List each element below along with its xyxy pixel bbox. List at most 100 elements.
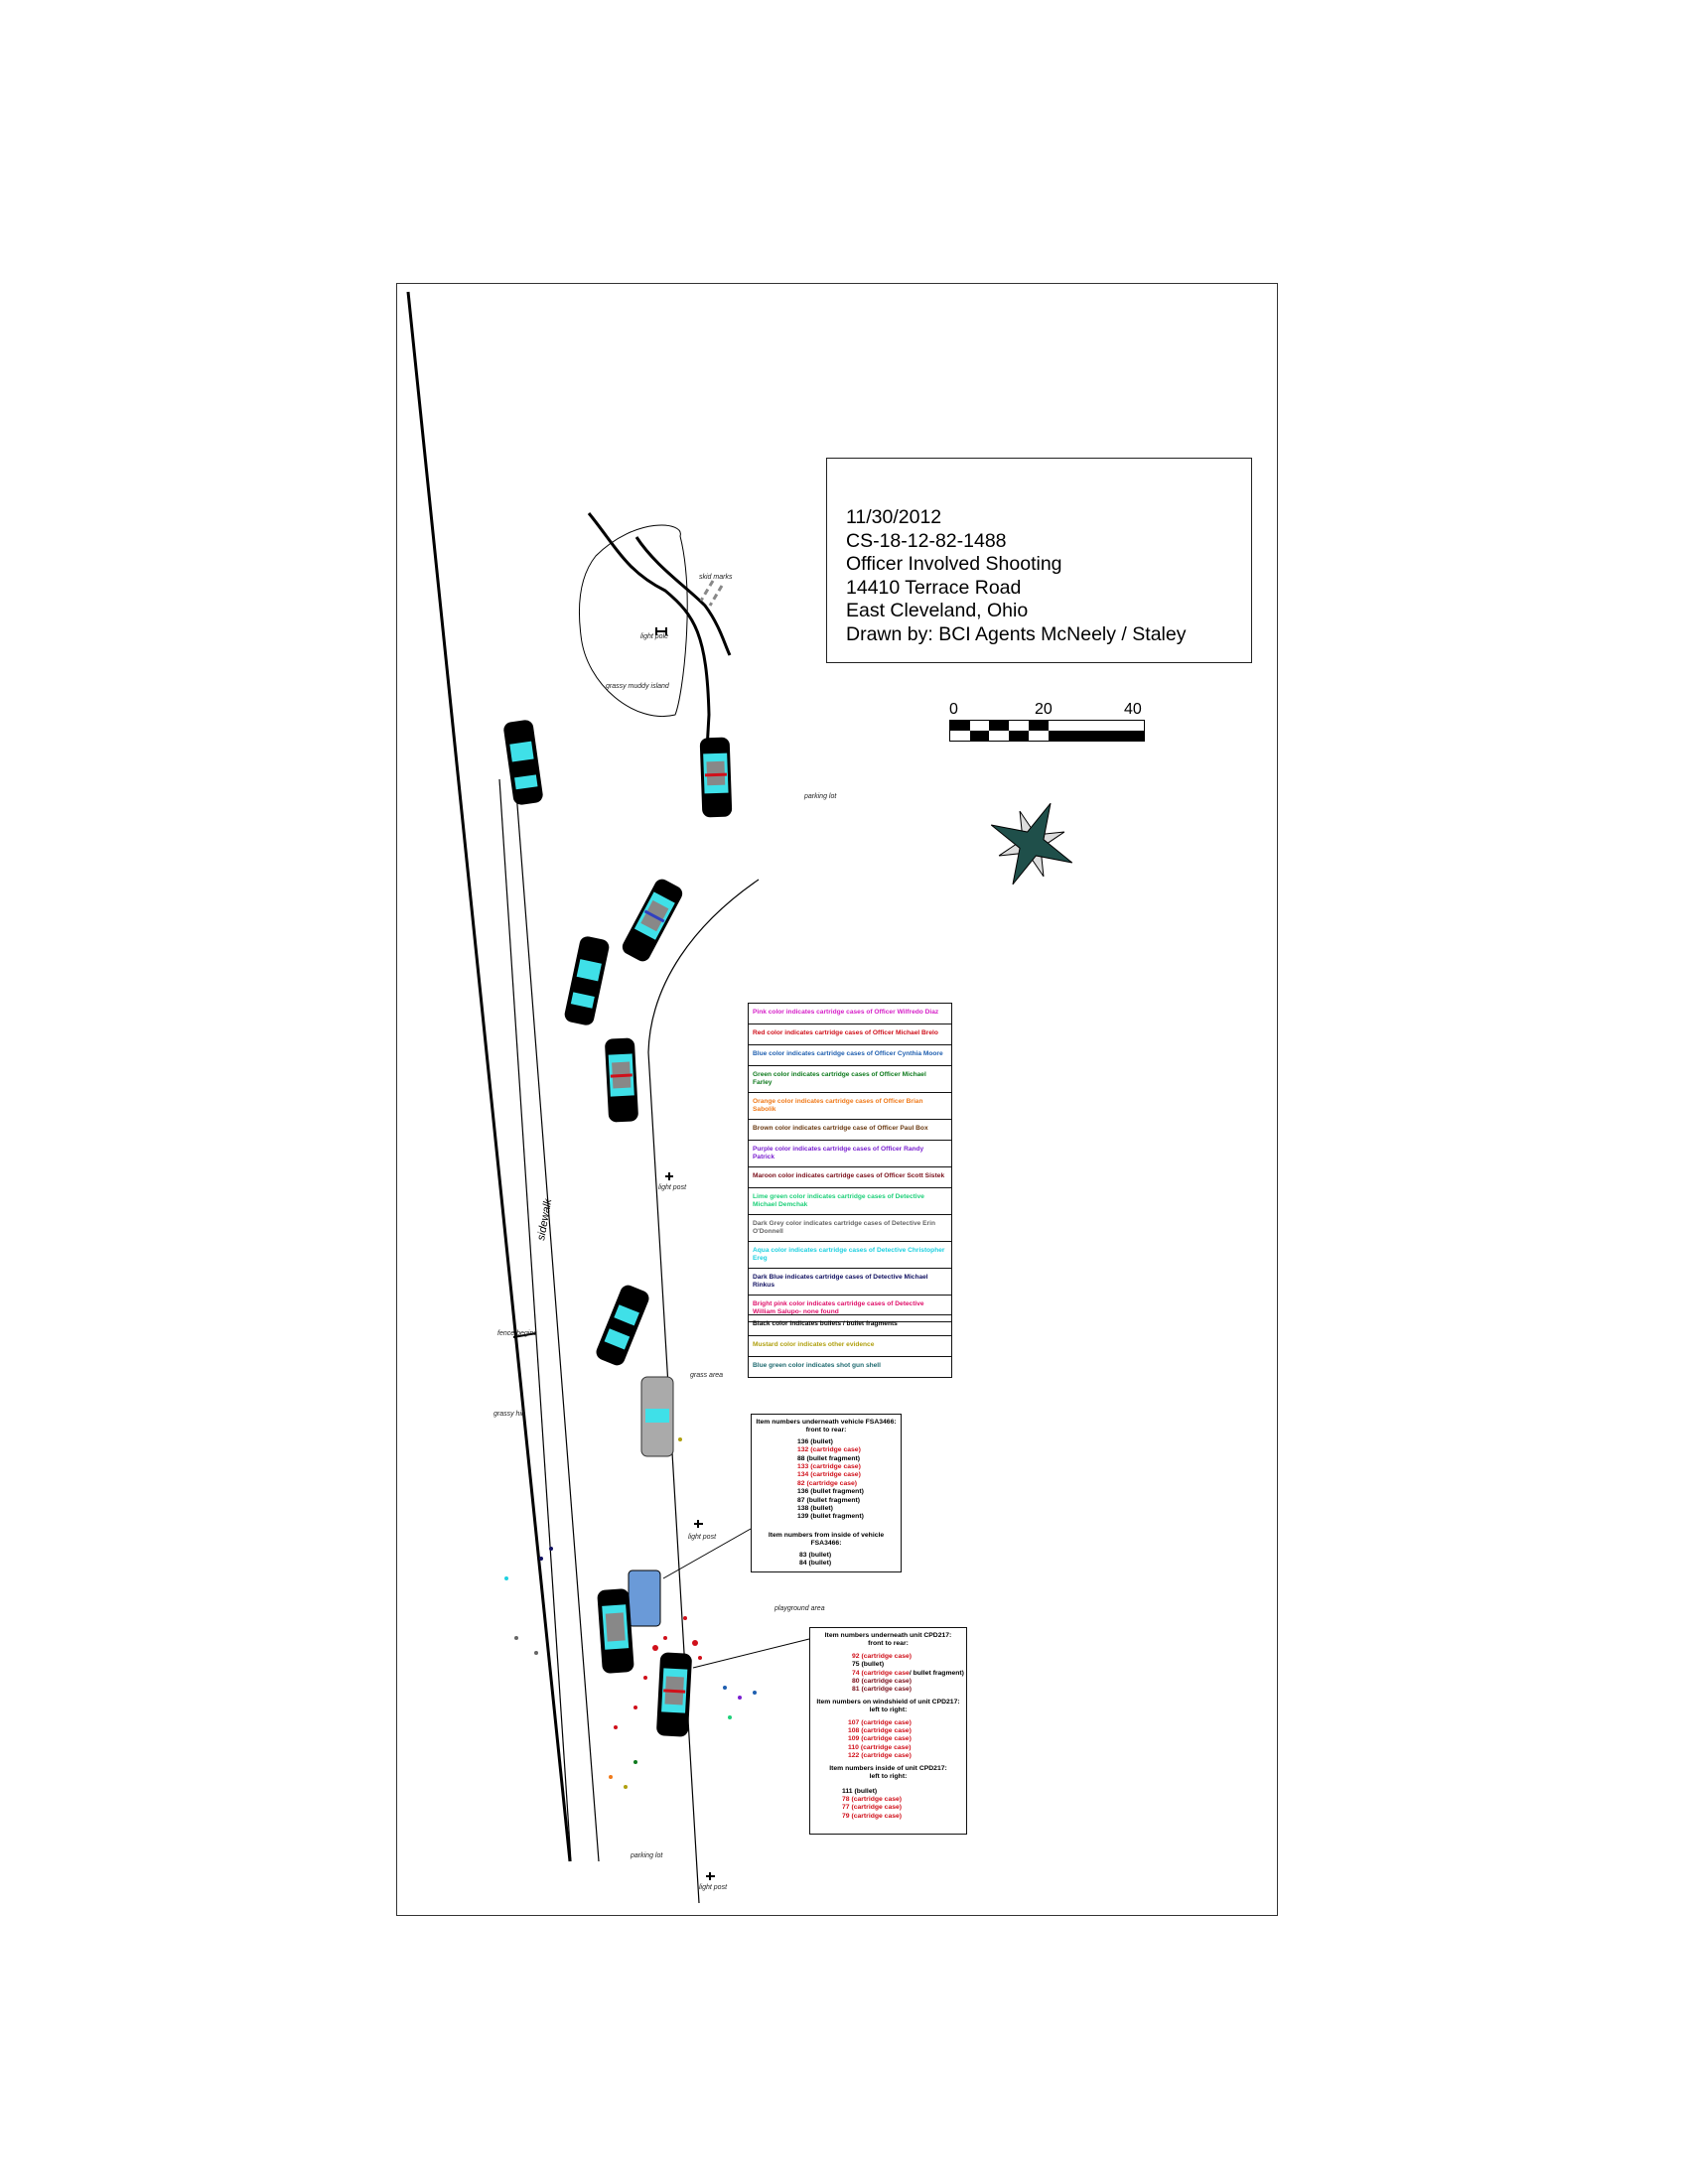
- legend-row: Mustard color indicates other evidence: [749, 1336, 951, 1357]
- legend-row: Pink color indicates cartridge cases of …: [749, 1004, 951, 1024]
- item-entry: 84 (bullet): [799, 1560, 832, 1568]
- item-entry: 83 (bullet): [799, 1551, 832, 1559]
- vehicle: [596, 1285, 649, 1366]
- items-header: front to rear:: [868, 1640, 909, 1648]
- evidence-markers: [504, 1437, 757, 1789]
- item-entry: 87 (bullet fragment): [797, 1496, 861, 1504]
- drawn-by: Drawn by: BCI Agents McNeely / Staley: [846, 622, 1187, 645]
- label-light-post: light post: [699, 1884, 728, 1891]
- police-vehicle: [597, 1588, 634, 1674]
- evidence-color-legend: Black color indicates bullets / bullet f…: [748, 1314, 952, 1378]
- item-entry: 77 (cartridge case): [842, 1804, 903, 1812]
- legend-row: Blue green color indicates shot gun shel…: [753, 1362, 881, 1369]
- grassy-island: [578, 524, 688, 717]
- legend-row: Green color indicates cartridge cases of…: [749, 1066, 951, 1093]
- items-cpd217-box: Item numbers underneath unit CPD217:fron…: [809, 1627, 967, 1835]
- vehicle: [503, 720, 543, 805]
- item-entry: 136 (bullet fragment): [797, 1488, 864, 1496]
- label-parking-lot: parking lot: [630, 1852, 663, 1859]
- label-sidewalk: sidewalk: [535, 1197, 554, 1241]
- vehicle: [564, 936, 610, 1025]
- item-entry: 109 (cartridge case): [848, 1735, 912, 1743]
- title-block: 11/30/2012 CS-18-12-82-1488 Officer Invo…: [826, 458, 1252, 663]
- item-entry: 108 (cartridge case): [848, 1727, 912, 1735]
- items-header: front to rear:: [805, 1427, 847, 1434]
- drawing-frame: [396, 283, 1278, 1916]
- label-skid-marks: skid marks: [699, 574, 733, 581]
- item-entry: 88 (bullet fragment): [797, 1454, 861, 1462]
- light-pole-icon: [694, 1520, 703, 1528]
- legend-row: Aqua color indicates cartridge cases of …: [749, 1242, 951, 1269]
- police-vehicle: [605, 1037, 638, 1123]
- items-header: left to right:: [869, 1706, 908, 1714]
- skid-arrow: [699, 580, 715, 602]
- item-entry: 138 (bullet): [797, 1505, 833, 1513]
- item-entry-extra: / bullet fragment): [909, 1669, 964, 1677]
- light-pole-icon: [706, 1872, 715, 1880]
- item-entry: 134 (cartridge case): [797, 1471, 861, 1479]
- skid-mark-1: [587, 512, 711, 785]
- item-entry: 82 (cartridge case): [797, 1479, 858, 1487]
- address: 14410 Terrace Road: [846, 576, 1022, 599]
- fence-begins-arrow: [512, 1332, 537, 1338]
- label-island: grassy muddy island: [606, 683, 670, 690]
- leader-line: [692, 1638, 810, 1669]
- label-parking-lot: parking lot: [803, 793, 837, 800]
- scale-label: 20: [1035, 701, 1053, 718]
- legend-row: Orange color indicates cartridge cases o…: [749, 1093, 951, 1120]
- case-number: CS-18-12-82-1488: [846, 529, 1007, 552]
- label-light-post: light post: [658, 1184, 687, 1191]
- item-entry: 81 (cartridge case): [852, 1686, 913, 1694]
- item-entry: 79 (cartridge case): [842, 1812, 903, 1820]
- items-header: Item numbers underneath unit CPD217:: [824, 1632, 952, 1639]
- items-header: left to right:: [869, 1773, 908, 1781]
- items-header: Item numbers underneath vehicle FSA3466:: [756, 1419, 897, 1426]
- item-entry: 110 (cartridge case): [848, 1743, 912, 1751]
- legend-row: Maroon color indicates cartridge cases o…: [749, 1167, 951, 1188]
- light-pole-icon: [665, 1172, 673, 1180]
- item-entry: 122 (cartridge case): [848, 1752, 912, 1760]
- item-entry: 136 (bullet): [797, 1437, 833, 1445]
- police-vehicle: [622, 879, 683, 962]
- skid-mark-2: [634, 536, 732, 656]
- sidewalk-edge-inner: [514, 778, 600, 1862]
- label-light-pole: light pole: [640, 633, 668, 640]
- legend-row: Dark Blue indicates cartridge cases of D…: [749, 1269, 951, 1296]
- date: 11/30/2012: [846, 506, 942, 528]
- legend-row: Bright pink color indicates cartridge ca…: [753, 1300, 924, 1315]
- police-vehicle: [699, 737, 733, 818]
- legend-row: Blue color indicates cartridge cases of …: [749, 1045, 951, 1066]
- label-grassy-hill: grassy hill: [493, 1411, 525, 1418]
- legend-row: Purple color indicates cartridge cases o…: [749, 1141, 951, 1167]
- items-header: Item numbers from inside of vehicle FSA3…: [768, 1531, 885, 1548]
- scale-label: 0: [949, 701, 958, 718]
- legend-row: Lime green color indicates cartridge cas…: [749, 1188, 951, 1215]
- item-entry: 107 (cartridge case): [848, 1718, 912, 1726]
- items-fsa3466-box: Item numbers underneath vehicle FSA3466:…: [751, 1414, 902, 1572]
- label-grass-area: grass area: [690, 1372, 723, 1379]
- scale-label: 40: [1124, 701, 1142, 718]
- city: East Cleveland, Ohio: [846, 600, 1029, 621]
- vehicle-cpd217: [656, 1652, 692, 1737]
- compass-rose-icon: [990, 802, 1073, 886]
- item-entry: 74 (cartridge case: [852, 1669, 910, 1677]
- item-entry: 92 (cartridge case): [852, 1652, 913, 1660]
- label-playground: playground area: [774, 1605, 825, 1612]
- incident-title: Officer Involved Shooting: [846, 553, 1062, 575]
- label-light-post: light post: [688, 1534, 717, 1541]
- leader-line: [662, 1528, 752, 1579]
- legend-row: Brown color indicates cartridge case of …: [749, 1120, 951, 1141]
- road-edge-right: [647, 879, 760, 1904]
- item-entry: 133 (cartridge case): [797, 1463, 861, 1471]
- vehicle-fsa3466: [628, 1570, 661, 1627]
- item-entry: 80 (cartridge case): [852, 1678, 913, 1686]
- legend-row: Black color indicates bullets / bullet f…: [749, 1315, 951, 1336]
- legend-row: Dark Grey color indicates cartridge case…: [749, 1215, 951, 1242]
- vehicle: [640, 1376, 674, 1457]
- item-entry: 78 (cartridge case): [842, 1795, 903, 1803]
- items-header: Item numbers inside of unit CPD217:: [829, 1764, 947, 1772]
- items-header: Item numbers on windshield of unit CPD21…: [816, 1698, 960, 1706]
- item-entry: 75 (bullet): [852, 1661, 885, 1669]
- sidewalk-edge-outer: [498, 778, 572, 1862]
- item-entry: 132 (cartridge case): [797, 1446, 861, 1454]
